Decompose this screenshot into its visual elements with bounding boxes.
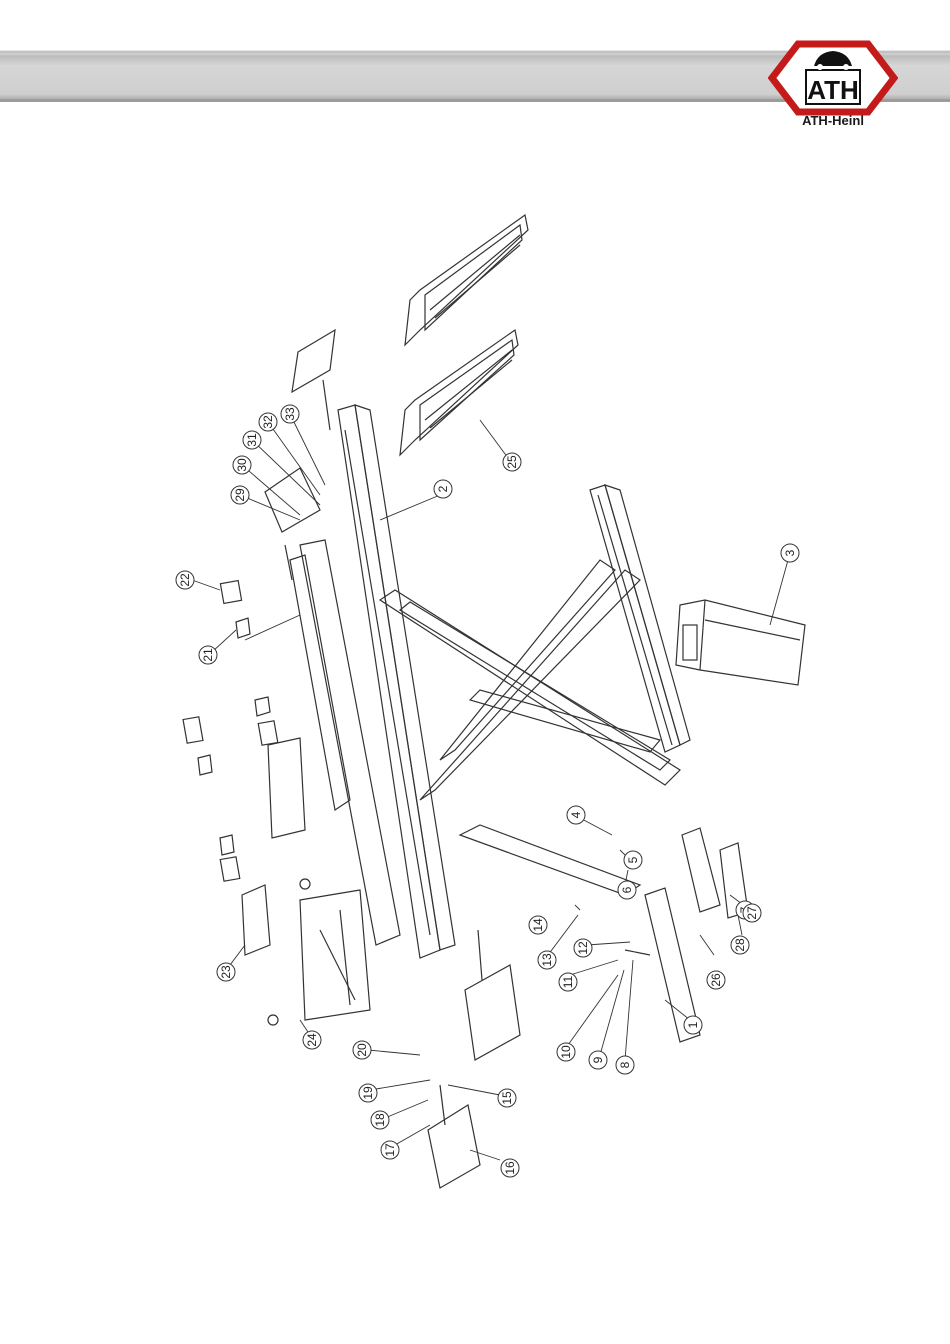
lower-base-plate	[242, 885, 270, 955]
callout-2: 2	[434, 480, 452, 498]
axle-pin-top	[323, 380, 330, 430]
base-frame	[590, 485, 690, 752]
callout-22: 22	[176, 571, 194, 589]
svg-text:32: 32	[261, 415, 275, 429]
cylinder-assembly	[268, 879, 370, 1025]
callout-5a: 5	[624, 851, 642, 869]
svg-text:11: 11	[561, 975, 575, 988]
callout-23: 23	[217, 963, 235, 981]
secondary-platform	[290, 540, 400, 945]
axle-rod-bottom	[478, 930, 482, 980]
svg-text:22: 22	[178, 573, 192, 587]
svg-text:1: 1	[686, 1021, 700, 1028]
axle-rod-lower	[440, 1085, 445, 1125]
svg-text:24: 24	[305, 1033, 319, 1047]
rubber-pad-2	[255, 697, 270, 716]
svg-text:12: 12	[576, 941, 590, 955]
svg-text:3: 3	[783, 549, 797, 556]
svg-text:8: 8	[618, 1061, 632, 1068]
rubber-block-1	[220, 581, 241, 604]
svg-text:16: 16	[503, 1161, 517, 1175]
callout-14: 14	[529, 916, 547, 934]
rubber-block-4	[220, 857, 240, 881]
callout-16: 16	[501, 1159, 519, 1177]
svg-text:6: 6	[620, 886, 634, 893]
cover-plate-mid	[265, 468, 320, 532]
svg-text:18: 18	[373, 1113, 387, 1127]
ramp-plate-upper	[405, 215, 528, 345]
svg-text:28: 28	[733, 938, 747, 952]
callout-12: 12	[574, 939, 592, 957]
ramp-plate-lower	[400, 330, 518, 455]
svg-text:23: 23	[219, 965, 233, 979]
bottom-cover-plate-a	[465, 965, 520, 1060]
callout-17: 17	[381, 1141, 399, 1159]
callout-28: 28	[731, 936, 749, 954]
svg-text:25: 25	[505, 455, 519, 469]
svg-text:26: 26	[709, 973, 723, 987]
callout-10a: 10	[557, 1043, 575, 1061]
svg-text:21: 21	[201, 648, 215, 662]
bottom-cover-plate-b	[428, 1105, 480, 1188]
callout-32: 32	[259, 413, 277, 431]
svg-text:4: 4	[569, 811, 583, 818]
rubber-block-3	[258, 721, 278, 745]
svg-text:10: 10	[559, 1045, 573, 1059]
callout-9a: 9	[589, 1051, 607, 1069]
rubber-block-2	[183, 717, 203, 743]
control-unit	[676, 600, 805, 685]
rubber-pad-1	[236, 618, 250, 638]
floor-ramp-short	[682, 828, 720, 912]
callout-19: 19	[359, 1084, 377, 1102]
callout-13: 13	[538, 951, 556, 969]
callout-11: 11	[559, 973, 577, 991]
callout-8a: 8	[616, 1056, 634, 1074]
callout-31: 31	[243, 431, 261, 449]
bolt-set	[625, 950, 650, 955]
svg-text:14: 14	[531, 918, 545, 932]
svg-text:33: 33	[283, 407, 297, 421]
callout-3: 3	[781, 544, 799, 562]
callout-20: 20	[353, 1041, 371, 1059]
rubber-pad-3	[198, 755, 212, 775]
svg-text:9: 9	[591, 1056, 605, 1063]
svg-text:20: 20	[355, 1043, 369, 1057]
callout-1: 1	[684, 1016, 702, 1034]
callout-18: 18	[371, 1111, 389, 1129]
callout-21: 21	[199, 646, 217, 664]
svg-text:17: 17	[383, 1143, 397, 1157]
svg-text:31: 31	[245, 433, 259, 447]
callout-15: 15	[498, 1089, 516, 1107]
callout-4a: 4	[567, 806, 585, 824]
svg-text:15: 15	[500, 1091, 514, 1105]
callout-24: 24	[303, 1031, 321, 1049]
svg-text:29: 29	[233, 488, 247, 502]
svg-text:2: 2	[436, 485, 450, 492]
callout-6a: 6	[618, 881, 636, 899]
callout-30: 30	[233, 456, 251, 474]
svg-text:19: 19	[361, 1086, 375, 1100]
callout-leaders	[192, 414, 788, 1160]
callout-26: 26	[707, 971, 725, 989]
callout-25: 25	[503, 453, 521, 471]
svg-text:27: 27	[745, 906, 759, 920]
left-ramp-plate	[268, 738, 305, 838]
rubber-pad-4	[220, 835, 234, 855]
scissor-arms	[380, 560, 680, 895]
svg-text:5: 5	[626, 856, 640, 863]
callout-27: 27	[743, 904, 761, 922]
cover-plate-top	[292, 330, 335, 392]
svg-text:30: 30	[235, 458, 249, 472]
callout-33: 33	[281, 405, 299, 423]
svg-text:13: 13	[540, 953, 554, 967]
callout-29: 29	[231, 486, 249, 504]
